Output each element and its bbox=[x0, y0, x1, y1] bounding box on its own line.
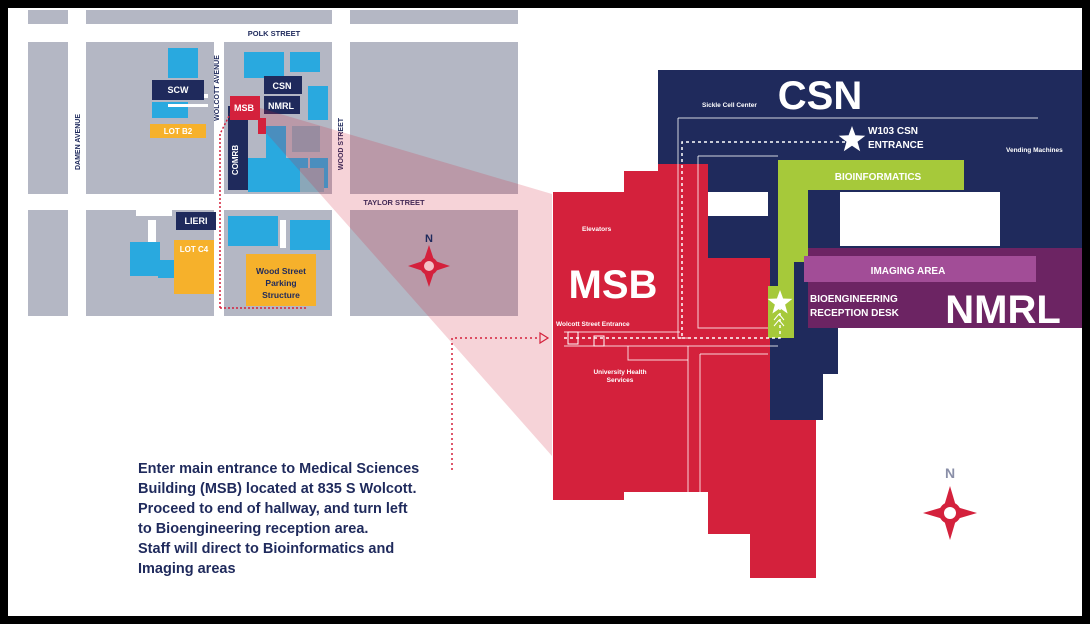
street-label-damen: DAMEN AVENUE bbox=[75, 114, 82, 170]
bioinformatics-area bbox=[768, 160, 964, 338]
compass-n-small: N bbox=[425, 233, 433, 245]
label-wolcott-entrance: Wolcott Street Entrance bbox=[556, 321, 630, 328]
room-white bbox=[840, 192, 1000, 246]
arrow-icon bbox=[539, 331, 550, 345]
label-nmrl-floor: NMRL bbox=[945, 288, 1061, 332]
street-label-taylor: TAYLOR STREET bbox=[363, 198, 425, 207]
label-comrb: COMRB bbox=[231, 145, 240, 175]
label-lieri: LIERI bbox=[184, 216, 207, 226]
label-parking-3: Structure bbox=[262, 290, 300, 300]
campus-buildings-muted bbox=[292, 126, 324, 192]
street-label-wood: WOOD STREET bbox=[338, 117, 345, 170]
route-connector bbox=[451, 337, 540, 470]
campus-map: POLK STREET TAYLOR STREET DAMEN AVENUE W… bbox=[28, 8, 518, 316]
msb-campus-building bbox=[230, 96, 260, 120]
label-parking-2: Parking bbox=[265, 278, 296, 288]
label-csn-floor: CSN bbox=[778, 74, 862, 118]
directions-line: Enter main entrance to Medical Sciences bbox=[138, 461, 420, 477]
street-label-wolcott: WOLCOTT AVENUE bbox=[214, 55, 221, 121]
map-canvas: POLK STREET TAYLOR STREET DAMEN AVENUE W… bbox=[28, 8, 1082, 578]
label-csn-campus: CSN bbox=[272, 81, 291, 91]
label-uhs-1: University Health bbox=[593, 369, 646, 376]
directions-text: Enter main entrance to Medical Sciences … bbox=[138, 459, 478, 579]
directions-line: Building (MSB) located at 835 S Wolcott. bbox=[138, 481, 417, 497]
entrance-markers bbox=[567, 313, 785, 347]
label-w103-2: ENTRANCE bbox=[868, 140, 924, 151]
map-frame: POLK STREET TAYLOR STREET DAMEN AVENUE W… bbox=[8, 8, 1082, 616]
label-reception-1: BIOENGINEERING bbox=[810, 294, 898, 305]
star-icon-reception bbox=[767, 290, 793, 314]
label-lot-b2: LOT B2 bbox=[164, 127, 193, 136]
label-imaging: IMAGING AREA bbox=[871, 266, 946, 277]
msb-building bbox=[553, 164, 816, 578]
label-lot-c4: LOT C4 bbox=[180, 245, 209, 254]
directions-line: Proceed to end of hallway, and turn left bbox=[138, 501, 408, 517]
route-path bbox=[564, 141, 852, 339]
label-scw: SCW bbox=[168, 85, 190, 95]
label-sickle-cell: Sickle Cell Center bbox=[702, 102, 757, 109]
label-uhs-2: Services bbox=[607, 377, 634, 384]
street-label-polk: POLK STREET bbox=[248, 29, 301, 38]
floor-plan: CSN MSB NMRL Sickle Cell Center W103 CSN… bbox=[553, 70, 1082, 578]
label-msb-campus: MSB bbox=[234, 103, 255, 113]
compass-icon-large bbox=[923, 486, 977, 540]
imaging-area bbox=[804, 256, 1036, 282]
zoom-cone bbox=[260, 108, 552, 456]
label-bioinformatics: BIOINFORMATICS bbox=[835, 172, 922, 183]
star-icon-csn-entrance bbox=[838, 126, 866, 152]
label-nmrl-campus: NMRL bbox=[268, 101, 294, 111]
compass-icon-small bbox=[408, 245, 450, 287]
directions-line: Staff will direct to Bioinformatics and bbox=[138, 541, 395, 557]
label-parking-1: Wood Street bbox=[256, 266, 306, 276]
label-msb-floor: MSB bbox=[569, 263, 658, 307]
directions-line: Imaging areas bbox=[138, 561, 236, 577]
label-reception-2: RECEPTION DESK bbox=[810, 308, 900, 319]
label-vending: Vending Machines bbox=[1006, 147, 1063, 154]
compass-n-large: N bbox=[945, 465, 955, 481]
label-w103-1: W103 CSN bbox=[868, 126, 918, 137]
navy-buildings bbox=[152, 76, 302, 230]
label-elevators: Elevators bbox=[582, 226, 612, 233]
parking-lots bbox=[150, 124, 316, 306]
directions-line: to Bioengineering reception area. bbox=[138, 521, 369, 537]
